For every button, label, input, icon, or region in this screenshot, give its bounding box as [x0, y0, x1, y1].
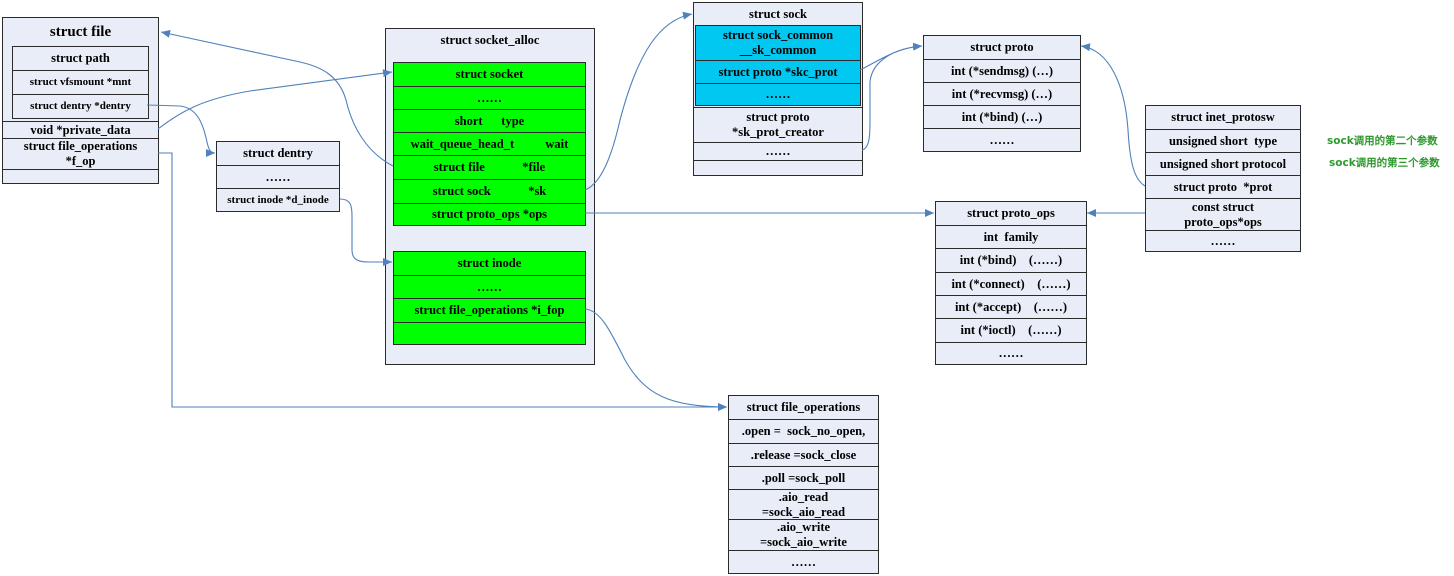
struct-dentry-box: struct dentry …… struct inode *d_inode [216, 141, 340, 212]
path-row-dentry: struct dentry *dentry [13, 94, 148, 118]
inet-protosw-row-protocol: unsigned short protocol [1146, 152, 1300, 175]
arrow-skc-prot-to-proto [859, 42, 923, 71]
dentry-row-ellipsis: …… [217, 165, 339, 188]
fops-row-ellipsis: …… [729, 550, 878, 573]
socket-row-ellipsis: …… [394, 86, 585, 109]
sock-common-row-ellipsis: …… [696, 83, 860, 105]
sock-common-box: struct sock_common __sk_common struct pr… [695, 25, 861, 106]
inet-protosw-row-ops: const struct proto_ops*ops [1146, 198, 1300, 230]
sock-row-empty [694, 160, 862, 175]
proto-row-ellipsis: …… [924, 128, 1080, 151]
socket-row-sk: struct sock *sk [394, 179, 585, 203]
socket-row-wait: wait_queue_head_t wait [394, 132, 585, 155]
proto-ops-row-family: int family [936, 225, 1086, 248]
struct-proto-ops-box: struct proto_ops int family int (*bind) … [935, 201, 1087, 365]
socket-row-file: struct file *file [394, 155, 585, 179]
file-row-empty [3, 169, 158, 183]
inet-protosw-row-type: unsigned short type [1146, 129, 1300, 152]
struct-inode-title: struct inode [457, 256, 522, 270]
annotation-second-param: sock调用的第二个参数 [1327, 135, 1438, 147]
file-row-private-data: void *private_data [3, 121, 158, 138]
file-row-f-op: struct file_operations *f_op [3, 138, 158, 169]
dentry-row-d-inode: struct inode *d_inode [217, 188, 339, 211]
struct-proto-box: struct proto int (*sendmsg) (…) int (*re… [923, 35, 1081, 152]
sock-row-sk-common: struct sock_common __sk_common [722, 28, 834, 57]
sock-row-skc-prot: struct proto *skc_prot [696, 60, 860, 83]
socket-row-ops: struct proto_ops *ops [394, 203, 585, 225]
proto-ops-row-bind: int (*bind) (……) [936, 248, 1086, 272]
inode-row-ellipsis: …… [394, 275, 585, 298]
arrow-i-fop-to-file-operations [584, 308, 728, 411]
fops-row-release: .release =sock_close [729, 443, 878, 466]
arrow-sk-to-struct-sock [584, 11, 693, 191]
fops-row-open: .open = sock_no_open, [729, 419, 878, 443]
struct-socket-title: struct socket [455, 67, 524, 81]
proto-ops-row-ellipsis: …… [936, 342, 1086, 364]
proto-ops-row-connect: int (*connect) (……) [936, 272, 1086, 295]
proto-row-bind: int (*bind) (…) [924, 105, 1080, 128]
struct-path-title: struct path [51, 51, 110, 65]
sock-row-ellipsis: …… [694, 142, 862, 160]
struct-dentry-title: struct dentry [243, 146, 313, 160]
proto-row-sendmsg: int (*sendmsg) (…) [924, 59, 1080, 82]
arrow-inet-prot-to-proto [1080, 43, 1146, 187]
annotation-third-param: sock调用的第三个参数 [1329, 157, 1440, 169]
arrow-private-data-to-socket [157, 69, 393, 130]
inet-protosw-row-ellipsis: …… [1146, 230, 1300, 251]
struct-path-box: struct path struct vfsmount *mnt struct … [12, 46, 149, 119]
struct-inode-box: struct inode …… struct file_operations *… [393, 251, 586, 345]
struct-sock-box: struct sock struct sock_common __sk_comm… [693, 2, 863, 176]
struct-socket-alloc-title: struct socket_alloc [440, 32, 540, 47]
struct-inet-protosw-title: struct inet_protosw [1171, 110, 1275, 124]
struct-proto-ops-title: struct proto_ops [967, 206, 1055, 220]
inet-protosw-row-prot: struct proto *prot [1146, 175, 1300, 198]
struct-file-title: struct file [49, 23, 112, 40]
struct-file-operations-title: struct file_operations [746, 400, 861, 414]
inode-row-empty [394, 322, 585, 344]
fops-row-aio-read: .aio_read =sock_aio_read [729, 489, 878, 519]
sock-row-sk-prot-creator: struct proto *sk_prot_creator [694, 107, 862, 142]
fops-row-poll: .poll =sock_poll [729, 466, 878, 489]
arrow-sk-prot-creator-to-proto [861, 42, 923, 151]
struct-socket-box: struct socket …… short type wait_queue_h… [393, 62, 586, 226]
struct-socket-alloc-box: struct socket_alloc struct socket …… sho… [385, 28, 595, 365]
socket-row-type: short type [394, 109, 585, 132]
struct-inet-protosw-box: struct inet_protosw unsigned short type … [1145, 105, 1301, 252]
inode-row-i-fop: struct file_operations *i_fop [394, 298, 585, 322]
path-row-mnt: struct vfsmount *mnt [13, 70, 148, 94]
proto-row-recvmsg: int (*recvmsg) (…) [924, 82, 1080, 105]
struct-file-box: struct file struct path struct vfsmount … [2, 17, 159, 184]
proto-ops-row-accept: int (*accept) (……) [936, 295, 1086, 318]
struct-proto-title: struct proto [970, 40, 1034, 54]
fops-row-aio-write: .aio_write =sock_aio_write [729, 519, 878, 550]
proto-ops-row-ioctl: int (*ioctl) (……) [936, 318, 1086, 342]
struct-file-operations-box: struct file_operations .open = sock_no_o… [728, 395, 879, 574]
struct-sock-title: struct sock [749, 6, 807, 21]
